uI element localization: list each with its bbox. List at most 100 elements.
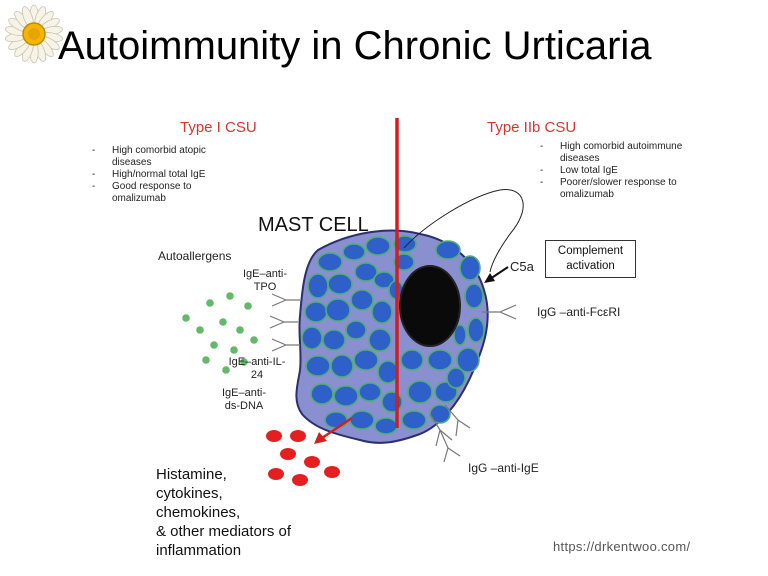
mediators-line: chemokines, xyxy=(156,504,241,521)
type-i-heading: Type I CSU xyxy=(180,119,257,136)
granule xyxy=(446,367,466,389)
autoallergen-dot xyxy=(226,292,234,300)
granule xyxy=(354,262,378,282)
granule xyxy=(400,349,424,371)
source-url: https://drkentwoo.com/ xyxy=(553,539,691,554)
granule xyxy=(381,391,403,413)
granule xyxy=(353,349,379,371)
mediator-dot xyxy=(280,448,296,460)
granule xyxy=(459,255,481,281)
granule xyxy=(393,253,415,271)
type-i-bullet: High comorbid atopic diseases xyxy=(90,145,240,169)
c5a-arrow-head xyxy=(484,273,495,283)
autoallergen-dot xyxy=(230,346,238,354)
granule xyxy=(427,349,453,371)
granule xyxy=(305,355,331,377)
granule xyxy=(373,271,395,289)
complement-loop-arrow xyxy=(403,189,524,273)
ige-anti-tpo-label: IgE–anti-TPO xyxy=(242,268,288,293)
mediator-dot xyxy=(266,430,282,442)
mediator-dot xyxy=(292,474,308,486)
complement-activation-box: Complement activation xyxy=(545,240,636,278)
autoallergen-dot xyxy=(206,299,214,307)
granules xyxy=(301,235,485,435)
granule xyxy=(371,300,393,324)
c5a-label: C5a xyxy=(510,259,534,274)
autoallergen-dot xyxy=(202,356,210,364)
release-arrow xyxy=(321,416,353,440)
granule xyxy=(333,385,359,407)
granule xyxy=(407,380,433,404)
ige-anti-dsdna-label: IgE–anti-ds-DNA xyxy=(221,387,267,412)
mediators-line: Histamine, xyxy=(156,466,227,483)
granule xyxy=(310,383,334,405)
autoallergen-dot xyxy=(210,341,218,349)
granule xyxy=(317,252,343,272)
igg-anti-ige-antibodies xyxy=(429,404,471,463)
autoallergen-dot xyxy=(219,318,227,326)
granule xyxy=(345,320,367,340)
granule xyxy=(325,298,351,322)
autoallergen-dots xyxy=(182,292,258,374)
granule xyxy=(358,382,382,402)
igg-antibody-right xyxy=(482,304,517,320)
granule xyxy=(467,317,485,343)
granule xyxy=(327,273,353,295)
type-iib-bullet: Low total IgE xyxy=(538,165,708,177)
granule xyxy=(330,354,354,378)
autoallergen-dot xyxy=(196,326,204,334)
mediator-dot xyxy=(324,466,340,478)
mediators-line: cytokines, xyxy=(156,485,223,502)
type-i-bullet: High/normal total IgE xyxy=(90,169,240,181)
autoallergen-dot xyxy=(236,326,244,334)
autoallergens-label: Autoallergens xyxy=(158,249,232,263)
mediators-text: Histamine, cytokines, chemokines, & othe… xyxy=(156,465,291,560)
ige-anti-il24-label: IgE–anti-IL-24 xyxy=(228,356,286,381)
mediator-dot xyxy=(304,456,320,468)
type-iib-list: High comorbid autoimmune diseases Low to… xyxy=(538,141,708,201)
igg-anti-fceri-label: IgG –anti-FcεRI xyxy=(537,305,621,319)
granule xyxy=(324,411,348,429)
granule xyxy=(342,243,366,261)
granule xyxy=(349,410,375,430)
mediator-dot xyxy=(268,468,284,480)
type-iib-heading: Type IIb CSU xyxy=(487,119,577,136)
autoallergen-dot xyxy=(182,314,190,322)
mediators-line: inflammation xyxy=(156,542,242,559)
granule xyxy=(365,236,391,256)
mediators-line: & other mediators of xyxy=(156,523,292,540)
granule xyxy=(393,235,417,253)
c5a-arrow xyxy=(489,266,509,280)
ige-antibodies-left xyxy=(269,293,300,352)
mast-cell-label: MAST CELL xyxy=(258,214,369,236)
granule xyxy=(435,240,461,260)
igg-anti-ige-label: IgG –anti-IgE xyxy=(468,461,539,475)
granule xyxy=(464,283,484,309)
granule xyxy=(374,417,398,435)
granule xyxy=(377,360,399,384)
type-iib-bullet: High comorbid autoimmune diseases xyxy=(538,141,708,165)
granule xyxy=(307,273,329,299)
nucleus xyxy=(399,265,461,347)
granule xyxy=(304,301,328,323)
granule xyxy=(350,289,374,311)
autoallergen-dot xyxy=(222,366,230,374)
granule xyxy=(401,410,427,430)
autoallergen-dot xyxy=(244,302,252,310)
granule xyxy=(456,347,480,373)
release-arrow-head xyxy=(314,432,327,444)
autoallergen-dot xyxy=(250,336,258,344)
granule xyxy=(368,328,392,352)
autoallergen-dot xyxy=(240,358,248,366)
type-i-list: High comorbid atopic diseases High/norma… xyxy=(90,145,240,205)
mediator-dots xyxy=(266,430,340,486)
sunflower-logo-icon xyxy=(5,4,63,64)
slide-title: Autoimmunity in Chronic Urticaria xyxy=(58,24,652,68)
granule xyxy=(453,324,467,346)
type-iib-bullet: Poorer/slower response to omalizumab xyxy=(538,177,708,201)
mediator-dot xyxy=(290,430,306,442)
granule xyxy=(301,326,323,350)
type-i-bullet: Good response to omalizumab xyxy=(90,181,240,205)
granule xyxy=(322,329,346,351)
